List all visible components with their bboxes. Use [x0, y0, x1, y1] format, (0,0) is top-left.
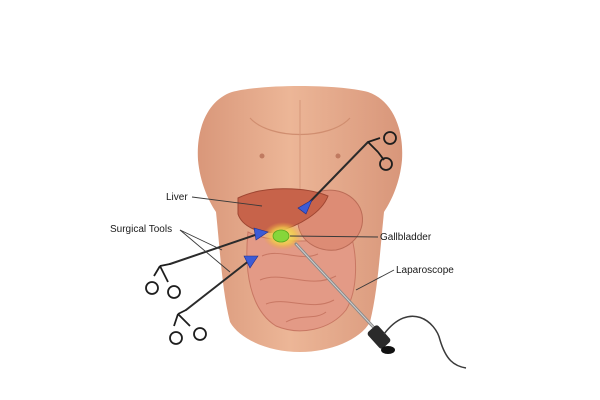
- grasper-left-upper-ring-2: [167, 285, 181, 299]
- grasper-left-lower-ring-1: [169, 331, 183, 345]
- laparoscope-lens: [381, 346, 395, 354]
- grasper-left-upper-ring-1: [145, 281, 159, 295]
- left-nipple: [259, 153, 265, 159]
- laparoscope-eyepiece: [367, 325, 391, 349]
- right-nipple: [335, 153, 341, 159]
- label-liver: Liver: [166, 192, 188, 203]
- laparoscope-instrument: [294, 242, 467, 369]
- leader-liver: [191, 196, 263, 207]
- grasper-upper-right: [297, 131, 397, 215]
- laparoscope-shaft-highlight: [295, 243, 379, 333]
- grasper-upper-right-tip: [297, 199, 313, 215]
- labels: Liver Surgical Tools Gallbladder Laparos…: [110, 192, 454, 291]
- grasper-upper-right-shaft: [301, 141, 369, 211]
- grasper-left-lower: [169, 255, 259, 345]
- leader-laparoscope: [355, 269, 395, 291]
- laparoscope-cable: [383, 315, 467, 369]
- leader-gallbladder: [289, 235, 379, 238]
- grasper-upper-right-ring-1: [383, 131, 397, 145]
- grasper-left-upper-handle: [153, 263, 171, 283]
- leader-surgical-tools-1: [179, 229, 223, 251]
- label-laparoscope: Laparoscope: [396, 265, 454, 276]
- grasper-left-lower-handle: [173, 309, 191, 327]
- grasper-upper-right-ring-2: [379, 157, 393, 171]
- gallbladder: [272, 229, 290, 243]
- intestine-coils: [259, 252, 337, 323]
- grasper-left-lower-ring-2: [193, 327, 207, 341]
- leader-surgical-tools-2: [179, 229, 231, 273]
- grasper-left-lower-tip: [243, 255, 259, 269]
- grasper-left-upper: [145, 227, 269, 299]
- liver: [237, 188, 329, 233]
- organs: [237, 188, 363, 332]
- grasper-left-lower-shaft: [185, 259, 251, 311]
- grasper-left-upper-shaft: [169, 233, 259, 265]
- label-gallbladder: Gallbladder: [380, 232, 432, 243]
- label-surgical-tools: Surgical Tools: [110, 224, 172, 235]
- grasper-left-upper-tip: [253, 227, 269, 241]
